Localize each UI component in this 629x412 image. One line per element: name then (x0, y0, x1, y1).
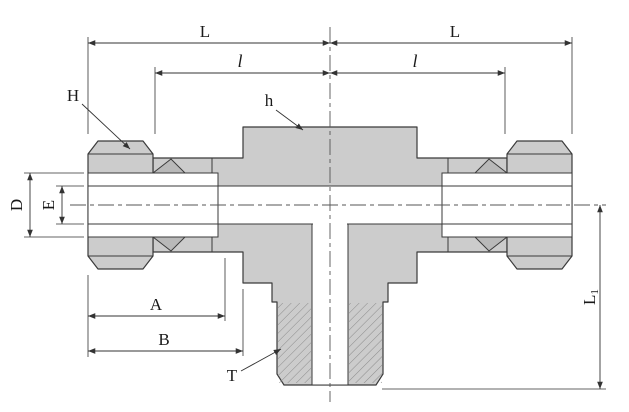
dim-label-outer-diameter: D (7, 199, 26, 211)
ferrule-left-bottom (151, 236, 187, 252)
dim-label-branch-length: L1 (580, 289, 601, 305)
extension-lines (24, 37, 606, 390)
branch-bore (311, 223, 349, 386)
branch-thread-hatch (278, 303, 382, 383)
dim-label-a: A (150, 295, 163, 314)
leader-nut-size (81, 103, 131, 150)
leader-thread (240, 348, 282, 372)
dimension-lines (27, 40, 603, 389)
leader-body-hex (275, 109, 304, 131)
dim-label-length-right: L (450, 22, 460, 41)
dim-label-b: B (158, 330, 169, 349)
dim-label-nut-size: H (67, 86, 79, 105)
ferrule-left-top (151, 158, 187, 174)
dim-label-body-hex: h (265, 91, 274, 110)
dim-label-insert-right: l (412, 51, 417, 71)
dimension-labels: L L l l H h D E A B T L1 (7, 22, 601, 385)
ferrules (151, 158, 509, 252)
tube-wall-lines (88, 185, 572, 225)
detail-lines (88, 153, 572, 257)
dim-label-insert-left: l (237, 51, 242, 71)
ferrule-right-top (473, 158, 509, 174)
dim-label-bore-diameter: E (39, 200, 58, 210)
dim-label-length-left: L (200, 22, 210, 41)
dim-label-thread: T (227, 366, 238, 385)
ferrule-right-bottom (473, 236, 509, 252)
